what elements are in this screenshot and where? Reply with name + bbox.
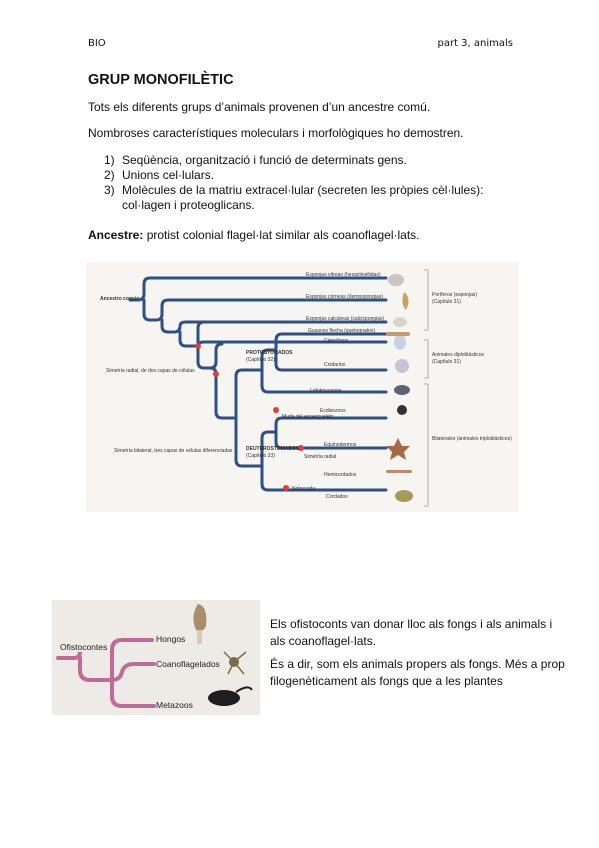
node-notocord <box>283 485 289 491</box>
beetle-icon <box>208 690 240 706</box>
hemichordate-icon <box>386 470 412 473</box>
taxon-label: Equinodermos <box>324 442 357 448</box>
node-molt <box>273 407 279 413</box>
node-label-sym-radial: Simetría radial <box>304 454 336 460</box>
group-deutero-chapter: (Capítulo 33) <box>246 453 275 459</box>
taxon-label: Gusanos flecha (quetognatos) <box>308 328 375 334</box>
list-item: 1)Seqüència, organització i funció de de… <box>104 153 407 167</box>
group-deutero: DEUTEROSTOMADOS <box>246 446 300 452</box>
opisthokont-labels: Ofistocontes Hongos Coanoflagelados Meta… <box>60 634 220 710</box>
node-label-radial: Simetría radial, de dos capas de células <box>106 368 195 374</box>
intro-paragraph-2: Nombroses característiques moleculars i … <box>88 126 464 140</box>
root-label-bg <box>56 640 108 652</box>
morel-mushroom-icon <box>193 604 207 632</box>
bracket-label: Animales diploblásticos <box>432 352 484 358</box>
taxon-label: Lofotrocozoos <box>310 388 342 394</box>
root-label: Ofistocontes <box>60 642 107 652</box>
taxon-label: Cnidarios <box>324 362 346 368</box>
mushroom-stem-icon <box>197 630 202 644</box>
tree-nodes <box>195 343 304 491</box>
arrow-worm-icon <box>386 332 410 336</box>
taxon-label: Esponjas córneas (demospongias) <box>306 294 383 300</box>
bracket-chapter: (Capítulo 31) <box>432 359 461 365</box>
beetle-horn-icon <box>235 686 253 693</box>
taxon-label: Cordados <box>326 494 348 500</box>
bracket-label: Poríferos (esponjas) <box>432 292 477 298</box>
header-subject: BIO <box>88 38 106 49</box>
choanoflagellate-flagella-icon <box>223 651 247 675</box>
demosponge-icon <box>402 292 409 310</box>
echinoderm-icon <box>386 438 410 460</box>
organism-illustrations <box>386 274 413 502</box>
ancestor-text: protist colonial flagel·lat similar als … <box>143 228 420 242</box>
taxon-label: Ctenóforos <box>324 338 349 344</box>
clade-brackets <box>424 269 429 507</box>
taxon-label: Hemicordados <box>324 472 357 478</box>
bracket-label: Bilaterales (animales triploblásticos) <box>432 436 512 442</box>
taxon-labels: Ancestro común Esponjas vítreas (hexacti… <box>100 272 384 500</box>
root-label: Ancestro común <box>100 296 139 302</box>
taxon-label: Esponjas calcáreas (calcispongias) <box>306 316 384 322</box>
bracket-labels: Poríferos (esponjas) (Capítulo 31) Anima… <box>432 292 512 442</box>
taxon-label: Esponjas vítreas (hexactinellidas) <box>306 272 381 278</box>
opisthokont-figure: Ofistocontes Hongos Coanoflagelados Meta… <box>52 600 260 715</box>
ecdysozoan-icon <box>397 405 407 415</box>
opisthokont-paragraph-1: Els ofistoconts van donar lloc als fongs… <box>270 617 553 648</box>
list-item: 2)Unions cel·lulars. <box>104 168 215 182</box>
chordate-icon <box>395 490 413 502</box>
phylogenetic-tree-figure: Ancestro común Esponjas vítreas (hexacti… <box>86 262 518 512</box>
header-part: part 3, animals <box>437 38 513 49</box>
page-title: GRUP MONOFILÈTIC <box>88 72 234 88</box>
list-item: 3)Molècules de la matriu extracel·lular … <box>104 183 484 212</box>
node-label-notocord: Notocorda <box>292 486 315 492</box>
opisthokont-tree: Ofistocontes Hongos Coanoflagelados Meta… <box>56 604 253 710</box>
choanoflagellates-label: Coanoflagelados <box>156 659 220 669</box>
node-radial-echino <box>298 445 304 451</box>
ancestor-label: Ancestre: <box>88 228 144 242</box>
glass-sponge-icon <box>388 274 404 286</box>
taxon-label: Ecdisozoos <box>320 408 346 414</box>
opisthokont-branches <box>56 638 156 708</box>
group-proto: PROTOSTOMADOS <box>246 350 293 356</box>
node-bilateral <box>213 371 219 377</box>
fungi-label: Hongos <box>156 634 185 644</box>
node-label-molt: Muda del exoesqueleto <box>282 414 334 420</box>
metazoa-label: Metazoos <box>156 700 193 710</box>
cnidarian-icon <box>395 359 409 373</box>
opisthokont-illustrations <box>193 604 253 706</box>
ancestor-paragraph: Ancestre: protist colonial flagel·lat si… <box>88 228 419 243</box>
phylogenetic-tree: Ancestro común Esponjas vítreas (hexacti… <box>100 269 512 507</box>
opisthokont-paragraph-2: És a dir, som els animals propers als fo… <box>270 657 565 688</box>
evidence-list: 1)Seqüència, organització i funció de de… <box>104 153 534 213</box>
group-proto-chapter: (Capítulo 32) <box>246 357 275 363</box>
node-radial <box>195 343 201 349</box>
lophotrochozoan-icon <box>394 385 410 395</box>
node-label-bilateral: Simetría bilateral, tres capas de célula… <box>114 448 233 454</box>
intro-paragraph-1: Tots els diferents grups d’animals prove… <box>88 100 431 114</box>
ctenophore-icon <box>394 334 406 350</box>
bracket-chapter: (Capítulo 31) <box>432 299 461 305</box>
calcareous-sponge-icon <box>393 317 407 327</box>
